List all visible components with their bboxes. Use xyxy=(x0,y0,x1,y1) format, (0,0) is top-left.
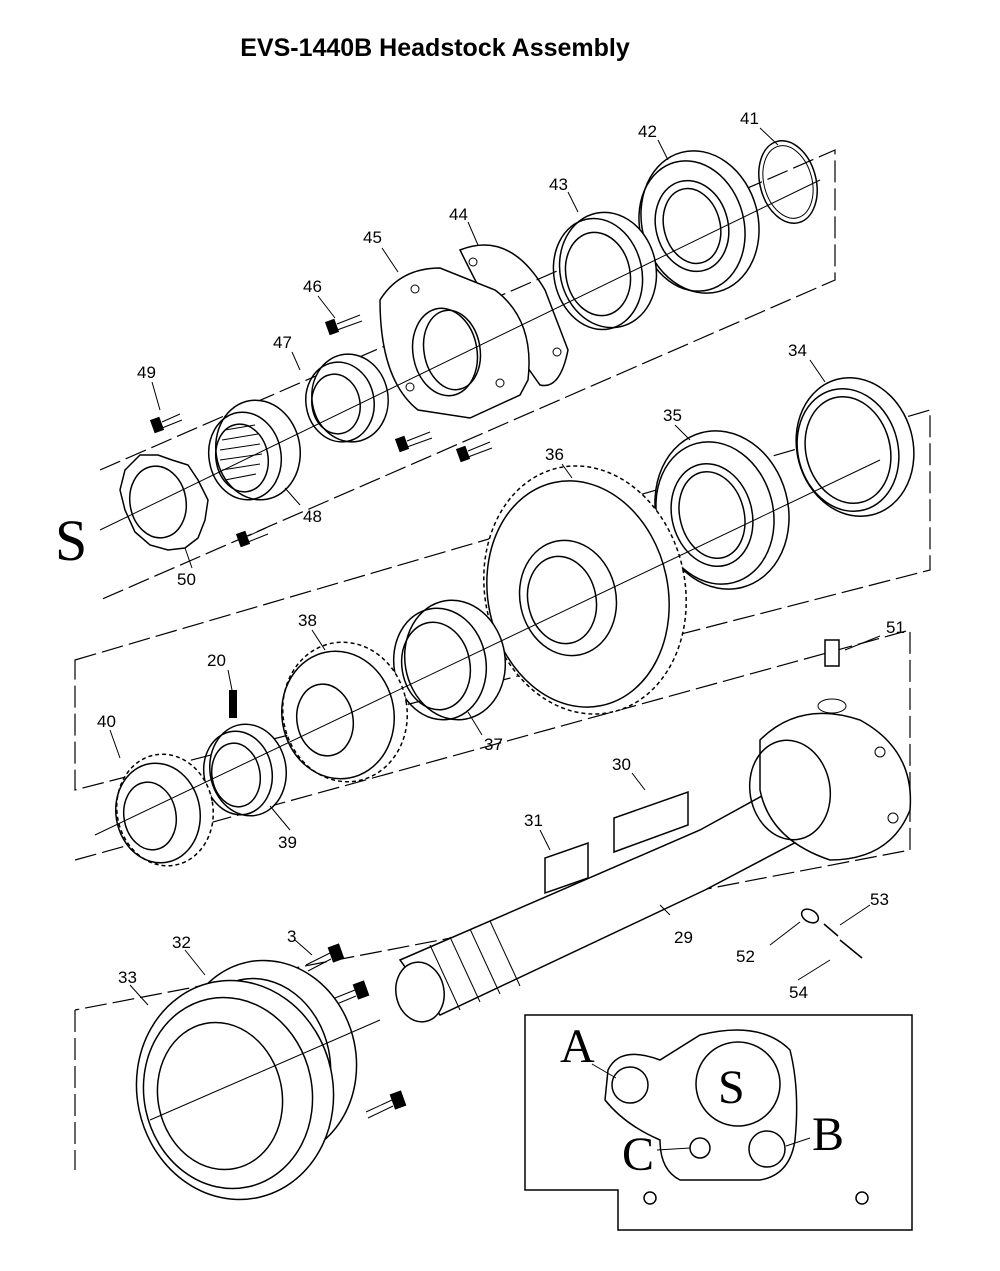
label-42: 42 xyxy=(638,122,657,141)
label-48: 48 xyxy=(303,507,322,526)
side-label-s: S xyxy=(55,508,87,573)
label-54: 54 xyxy=(789,983,808,1002)
part-50-spline-coupling xyxy=(119,454,209,551)
label-52: 52 xyxy=(736,947,755,966)
part-3-cap-screws xyxy=(305,943,407,1119)
part-40-gear xyxy=(114,753,215,867)
label-47: 47 xyxy=(273,333,292,352)
part-49-set-screw xyxy=(149,413,183,434)
part-34-seal-ring xyxy=(795,376,915,518)
part-45-bearing-cover xyxy=(379,267,530,419)
label-3: 3 xyxy=(287,927,296,946)
inset-label-a: A xyxy=(560,1020,595,1073)
group-frame-spindle xyxy=(74,629,911,1170)
label-37: 37 xyxy=(484,735,503,754)
label-35: 35 xyxy=(663,406,682,425)
part-31-key xyxy=(544,841,589,895)
inset-label-s: S xyxy=(718,1061,745,1114)
label-45: 45 xyxy=(363,228,382,247)
part-48-screw xyxy=(235,527,269,548)
part-52-plunger xyxy=(800,908,820,924)
label-32: 32 xyxy=(172,933,191,952)
label-53: 53 xyxy=(870,890,889,909)
part-38-gear xyxy=(280,641,409,783)
label-36: 36 xyxy=(545,445,564,464)
part-30-key xyxy=(613,790,689,854)
page-title: EVS-1440B Headstock Assembly xyxy=(240,34,630,62)
label-34: 34 xyxy=(788,341,807,360)
inset-label-c: C xyxy=(622,1128,654,1181)
label-49: 49 xyxy=(137,363,156,382)
label-44: 44 xyxy=(449,205,468,224)
label-43: 43 xyxy=(549,175,568,194)
part-labels: 41 42 43 44 45 46 47 48 49 50 34 35 36 3… xyxy=(97,109,905,1002)
label-50: 50 xyxy=(177,570,196,589)
part-46-cap-screw xyxy=(324,314,363,336)
part-37-sleeve xyxy=(392,599,507,721)
part-39-collar xyxy=(202,723,288,817)
leader-lines xyxy=(109,127,881,1006)
label-39: 39 xyxy=(278,833,297,852)
part-33-flange xyxy=(135,979,335,1201)
upper-axis-line xyxy=(99,179,821,531)
inset-label-b: B xyxy=(812,1108,844,1161)
label-46: 46 xyxy=(303,277,322,296)
part-43-spacer-ring xyxy=(552,211,658,331)
part-48-lock-nut xyxy=(207,399,302,501)
group-frame-middle xyxy=(74,409,931,791)
label-41: 41 xyxy=(740,109,759,128)
label-38: 38 xyxy=(298,611,317,630)
label-29: 29 xyxy=(674,928,693,947)
part-47-spacer xyxy=(305,353,389,443)
label-33: 33 xyxy=(118,968,137,987)
label-51: 51 xyxy=(886,618,905,637)
part-29-spindle xyxy=(395,698,912,1023)
part-41-retaining-ring xyxy=(758,140,818,224)
label-20: 20 xyxy=(207,651,226,670)
part-45-screws xyxy=(394,431,493,463)
part-54-pin xyxy=(839,939,863,959)
label-40: 40 xyxy=(97,712,116,731)
label-30: 30 xyxy=(612,755,631,774)
part-51-pin xyxy=(824,639,840,667)
spindle-axis-line xyxy=(149,1019,381,1121)
part-36-large-gear xyxy=(483,465,687,715)
middle-axis-line xyxy=(94,459,881,836)
inset-plate xyxy=(524,1014,913,1231)
part-20-pin xyxy=(229,690,237,718)
label-31: 31 xyxy=(524,811,543,830)
part-53-spring xyxy=(823,923,839,937)
